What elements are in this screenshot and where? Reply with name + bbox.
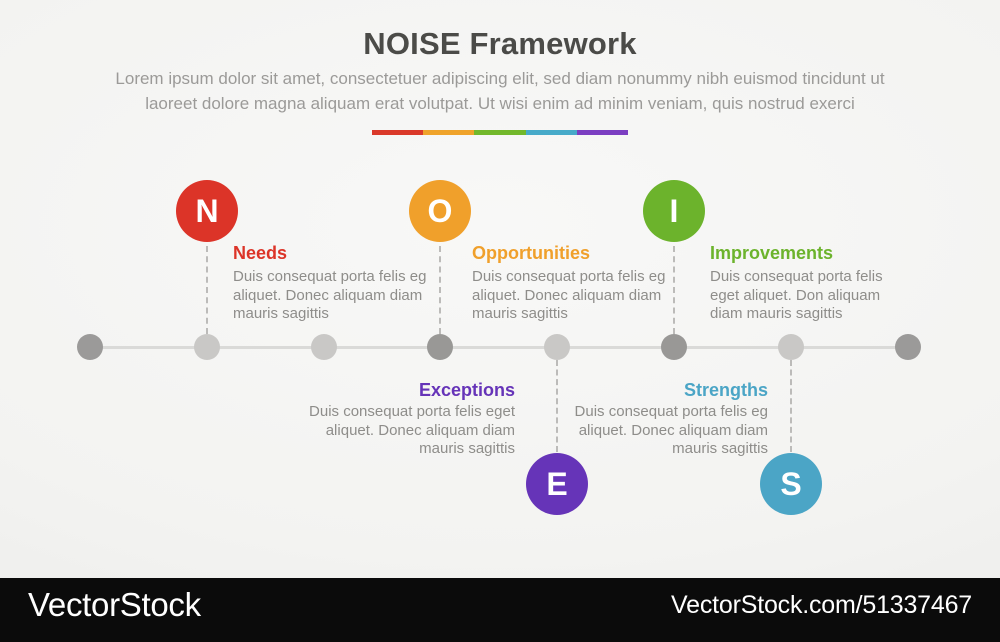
timeline-dot-8: [895, 334, 921, 360]
item-desc-exceptions-line1: Duis consequat porta felis eget: [309, 403, 515, 420]
circle-i: I: [643, 180, 705, 242]
vectorstock-credit: VectorStock.com/51337467: [671, 590, 972, 619]
circle-s-letter: S: [780, 465, 802, 502]
timeline-axis: [78, 346, 920, 349]
item-desc-improvements-line1: Duis consequat porta felis: [710, 268, 883, 285]
circle-o-letter: O: [427, 192, 453, 229]
item-desc-exceptions-line2: aliquet. Donec aliquam diam: [325, 421, 515, 439]
item-desc-improvements: Duis consequat porta felis eget aliquet.…: [710, 268, 883, 324]
color-divider: [372, 130, 629, 135]
item-desc-needs-line3: mauris sagittis: [233, 305, 329, 322]
item-desc-needs: Duis consequat porta felis eg aliquet. D…: [233, 268, 426, 324]
circle-n: N: [176, 180, 238, 242]
item-desc-opportunities-line2: aliquet. Donec aliquam diam: [472, 286, 662, 304]
item-desc-strengths-line3: mauris sagittis: [672, 440, 768, 457]
item-desc-exceptions-line3: mauris sagittis: [419, 440, 515, 457]
watermark-bar: VectorStock VectorStock.com/51337467: [0, 578, 1000, 642]
item-label-exceptions: Exceptions: [418, 380, 515, 400]
item-label-improvements: Improvements: [710, 243, 834, 263]
page-title: NOISE Framework: [363, 26, 637, 61]
timeline-dot-3: [311, 334, 337, 360]
item-desc-exceptions: Duis consequat porta felis eget aliquet.…: [309, 403, 515, 459]
timeline-dot-4: [427, 334, 453, 360]
item-desc-opportunities-line1: Duis consequat porta felis eg: [472, 268, 666, 285]
connector-exceptions: [556, 360, 558, 452]
connector-needs: [206, 246, 208, 334]
divider-segment-red: [372, 130, 424, 135]
divider-segment-purple: [576, 130, 629, 135]
circle-o: O: [409, 180, 471, 242]
timeline-dot-6: [661, 334, 687, 360]
divider-segment-teal: [525, 130, 577, 135]
subtitle-line-1: Lorem ipsum dolor sit amet, consectetuer…: [115, 69, 885, 88]
item-desc-needs-line1: Duis consequat porta felis eg: [233, 268, 427, 285]
subtitle-line-2: laoreet dolore magna aliquam erat volutp…: [145, 94, 855, 113]
circle-s: S: [760, 453, 822, 515]
timeline-dot-2: [194, 334, 220, 360]
connector-strengths: [790, 360, 792, 452]
connector-opportunities: [439, 246, 441, 334]
divider-segment-green: [474, 130, 526, 135]
connector-improvements: [673, 246, 675, 334]
timeline-dot-5: [544, 334, 570, 360]
divider-segment-orange: [423, 130, 475, 135]
item-desc-needs-line2: aliquet. Donec aliquam diam: [233, 286, 423, 304]
item-desc-improvements-line2: eget aliquet. Don aliquam: [710, 286, 881, 304]
item-desc-improvements-line3: diam mauris sagittis: [710, 305, 843, 322]
circle-i-letter: I: [669, 192, 679, 229]
circle-e: E: [526, 453, 588, 515]
item-desc-strengths: Duis consequat porta felis eg aliquet. D…: [575, 403, 768, 459]
item-desc-strengths-line2: aliquet. Donec aliquam diam: [578, 421, 768, 439]
item-desc-opportunities: Duis consequat porta felis eg aliquet. D…: [472, 268, 665, 324]
item-label-strengths: Strengths: [683, 380, 768, 400]
item-desc-strengths-line1: Duis consequat porta felis eg: [574, 403, 768, 420]
timeline-dot-1: [77, 334, 103, 360]
timeline-dot-7: [778, 334, 804, 360]
vectorstock-logo: VectorStock: [28, 586, 201, 623]
circle-e-letter: E: [546, 465, 568, 502]
item-label-opportunities: Opportunities: [472, 243, 590, 263]
circle-n-letter: N: [195, 192, 219, 229]
item-desc-opportunities-line3: mauris sagittis: [472, 305, 568, 322]
item-label-needs: Needs: [233, 243, 288, 263]
